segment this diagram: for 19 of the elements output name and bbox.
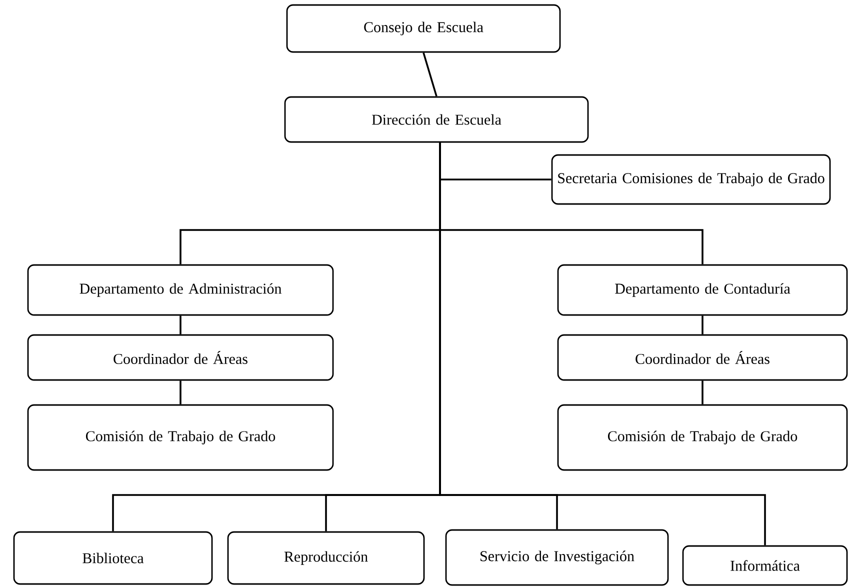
org-box: Informática xyxy=(682,545,848,586)
org-box: Comisión de Trabajo de Grado xyxy=(557,404,848,471)
org-box: Consejo de Escuela xyxy=(286,4,561,53)
connector-line xyxy=(439,142,766,546)
org-box: Reproducción xyxy=(227,531,425,585)
org-box: Secretaria Comisiones de Trabajo de Grado xyxy=(551,154,831,205)
connector-line xyxy=(180,316,182,334)
org-box: Departamento de Administración xyxy=(27,264,334,316)
org-box: Departamento de Contaduría xyxy=(557,264,848,316)
connector-line xyxy=(422,52,438,97)
org-box: Dirección de Escuela xyxy=(284,96,589,143)
org-box: Servicio de Investigación xyxy=(445,529,669,586)
org-box: Coordinador de Áreas xyxy=(27,334,334,381)
org-box: Biblioteca xyxy=(13,531,213,585)
connector-line xyxy=(180,380,182,404)
org-box: Coordinador de Áreas xyxy=(557,334,848,381)
connector-line xyxy=(702,380,704,404)
connector-line xyxy=(702,316,704,334)
org-box: Comisión de Trabajo de Grado xyxy=(27,404,334,471)
